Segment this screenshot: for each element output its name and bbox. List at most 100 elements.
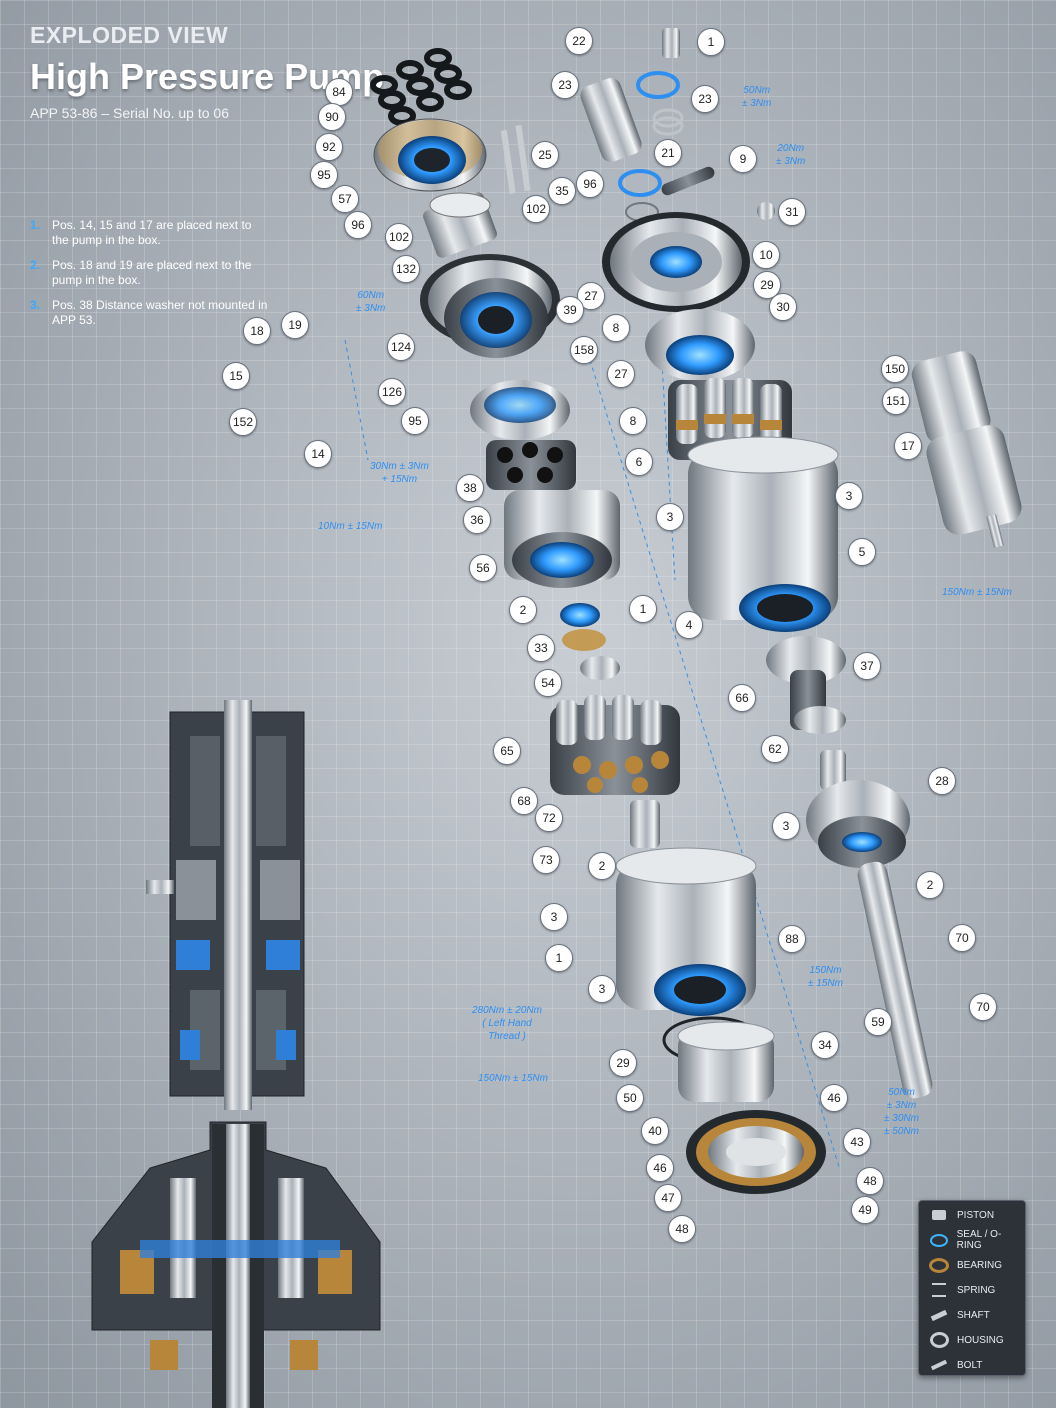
callout-43: 43 <box>843 1128 871 1156</box>
callout-8: 8 <box>602 314 630 342</box>
shaft-icon <box>929 1308 949 1322</box>
component-legend: PISTON SEAL / O-RING BEARING SPRING SHAF… <box>918 1200 1026 1376</box>
top-cover-housing <box>373 118 487 192</box>
diagram-supertitle: EXPLODED VIEW <box>30 22 229 48</box>
callout-28: 28 <box>928 767 956 795</box>
torque-label: 50Nm± 3Nm <box>742 85 772 109</box>
drive-shaft-70 <box>857 861 933 1099</box>
callout-72: 72 <box>535 804 563 832</box>
callout-17: 17 <box>894 432 922 460</box>
section-view-lower <box>91 1121 381 1408</box>
callout-46: 46 <box>646 1154 674 1182</box>
legend-item: SHAFT <box>929 1304 1025 1326</box>
seal-icon <box>929 1233 949 1247</box>
callout-2: 2 <box>916 871 944 899</box>
legend-item: BEARING <box>929 1254 1025 1276</box>
callout-95: 95 <box>401 407 429 435</box>
note-item: 2.Pos. 18 and 19 are placed next to the … <box>30 258 252 287</box>
callout-49: 49 <box>851 1196 879 1224</box>
callout-6: 6 <box>625 448 653 476</box>
callout-39: 39 <box>556 296 584 324</box>
drive-hub-28 <box>806 750 910 868</box>
callout-47: 47 <box>654 1184 682 1212</box>
callout-56: 56 <box>469 554 497 582</box>
torque-label: 60Nm± 3Nm <box>356 290 386 314</box>
torque-label: 150Nm± 15Nm <box>808 965 843 989</box>
callout-30: 30 <box>769 293 797 321</box>
main-housing-3 <box>687 436 839 632</box>
callout-50: 50 <box>616 1084 644 1112</box>
callout-9: 9 <box>729 145 757 173</box>
callout-22: 22 <box>565 27 593 55</box>
bearing-icon <box>929 1257 949 1273</box>
gear-ring-10 <box>602 212 750 312</box>
callout-2: 2 <box>509 596 537 624</box>
cylinder-block-56 <box>504 490 620 588</box>
callout-18: 18 <box>243 317 271 345</box>
callout-29: 29 <box>609 1049 637 1077</box>
callout-59: 59 <box>864 1008 892 1036</box>
callout-37: 37 <box>853 652 881 680</box>
callout-40: 40 <box>641 1117 669 1145</box>
callout-3: 3 <box>656 503 684 531</box>
callout-65: 65 <box>493 737 521 765</box>
callout-102: 102 <box>385 223 413 251</box>
callout-68: 68 <box>510 787 538 815</box>
callout-46: 46 <box>820 1084 848 1112</box>
torque-label: 20Nm± 3Nm <box>776 143 806 167</box>
callout-62: 62 <box>761 735 789 763</box>
callout-23: 23 <box>691 85 719 113</box>
callout-102: 102 <box>522 195 550 223</box>
piston-icon <box>929 1208 949 1222</box>
torque-label: 50Nm± 3Nm± 30Nm± 50Nm <box>884 1087 919 1137</box>
callout-158: 158 <box>570 336 598 364</box>
callout-57: 57 <box>331 185 359 213</box>
callout-66: 66 <box>728 684 756 712</box>
axis-lines <box>344 329 841 1171</box>
spring-icon <box>929 1283 949 1297</box>
callout-48: 48 <box>856 1167 884 1195</box>
callout-4: 4 <box>675 611 703 639</box>
callout-84: 84 <box>325 78 353 106</box>
callout-3: 3 <box>588 975 616 1003</box>
nut-31 <box>757 202 775 220</box>
torque-label: 150Nm ± 15Nm <box>478 1073 548 1084</box>
callout-15: 15 <box>222 362 250 390</box>
shaft-assembly-37 <box>766 636 846 734</box>
callout-151: 151 <box>882 387 910 415</box>
callout-70: 70 <box>948 924 976 952</box>
legend-item: HOUSING <box>929 1329 1025 1351</box>
callout-19: 19 <box>281 311 309 339</box>
callout-132: 132 <box>392 255 420 283</box>
note-item: 3.Pos. 38 Distance washer not mounted in… <box>30 298 268 327</box>
upper-pump-assembly <box>370 48 680 848</box>
callout-95: 95 <box>310 161 338 189</box>
valve-plate-128 <box>470 380 570 440</box>
bearing-ring-46 <box>686 1110 826 1194</box>
bearing-ring-124 <box>420 254 560 358</box>
callout-38: 38 <box>456 474 484 502</box>
callout-10: 10 <box>752 241 780 269</box>
lower-housing-3 <box>615 847 757 1016</box>
legend-item: SEAL / O-RING <box>929 1229 1025 1251</box>
callout-34: 34 <box>811 1031 839 1059</box>
piston-bore-block-36 <box>486 440 576 490</box>
nozzle-housing <box>423 192 497 258</box>
callout-14: 14 <box>304 440 332 468</box>
callout-21: 21 <box>654 139 682 167</box>
note-item: 1.Pos. 14, 15 and 17 are placed next to … <box>30 218 252 247</box>
callout-27: 27 <box>607 360 635 388</box>
callout-126: 126 <box>378 378 406 406</box>
sleeve-34 <box>677 1021 775 1102</box>
lower-pump-assembly <box>615 847 826 1194</box>
callout-54: 54 <box>534 669 562 697</box>
callout-36: 36 <box>463 506 491 534</box>
oring-23 <box>636 71 680 99</box>
spindle-73 <box>630 800 660 848</box>
cover-ring-29 <box>645 309 755 381</box>
torque-label: 30Nm ± 3Nm+ 15Nm <box>370 461 429 485</box>
callout-33: 33 <box>527 634 555 662</box>
callout-150: 150 <box>881 355 909 383</box>
callout-1: 1 <box>545 944 573 972</box>
